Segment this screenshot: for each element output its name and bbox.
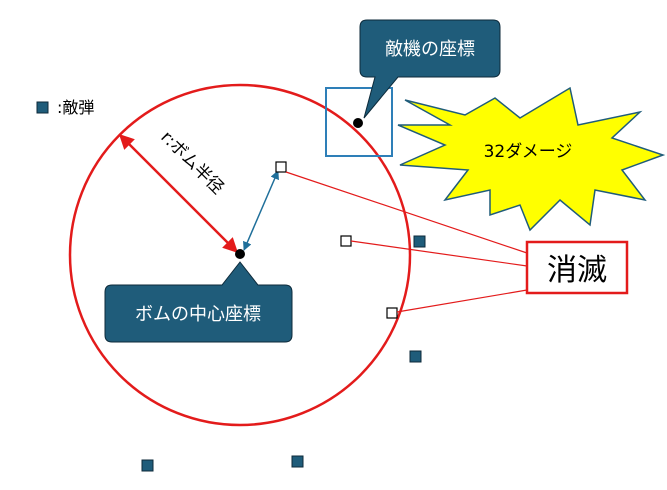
enemy-bullet	[291, 455, 304, 468]
radius-label: r:ボム半径	[156, 127, 227, 198]
distance-arrow	[243, 170, 279, 251]
enemy-hitbox	[325, 87, 393, 157]
leader-line	[285, 171, 528, 254]
bomb-radius-circle	[68, 83, 412, 427]
bomb-center-callout: ボムの中心座標	[104, 261, 293, 343]
enemy-bullet	[141, 459, 154, 472]
legend-bullet-icon	[36, 101, 49, 114]
enemy-bullet	[409, 350, 422, 363]
vanish-label-box	[525, 240, 629, 295]
damage-text: 32ダメージ	[484, 142, 573, 162]
radius-arrow	[118, 133, 239, 254]
bomb-center-dot	[235, 249, 245, 259]
enemy-center-dot	[353, 118, 363, 128]
damage-burst: 32ダメージ	[397, 86, 666, 232]
vanished-bullet	[275, 161, 287, 173]
vanish-label: 消滅	[547, 253, 607, 288]
bomb-center-callout-text: ボムの中心座標	[135, 304, 261, 325]
enemy-coord-callout-text: 敵機の座標	[385, 39, 475, 60]
enemy-bullet	[413, 235, 426, 248]
leader-line	[350, 240, 528, 267]
vanished-bullet	[386, 307, 398, 319]
leader-line	[396, 289, 528, 313]
enemy-coord-callout: 敵機の座標	[359, 19, 501, 119]
vanished-bullet	[340, 235, 352, 247]
legend-label: :敵弾	[57, 98, 94, 117]
